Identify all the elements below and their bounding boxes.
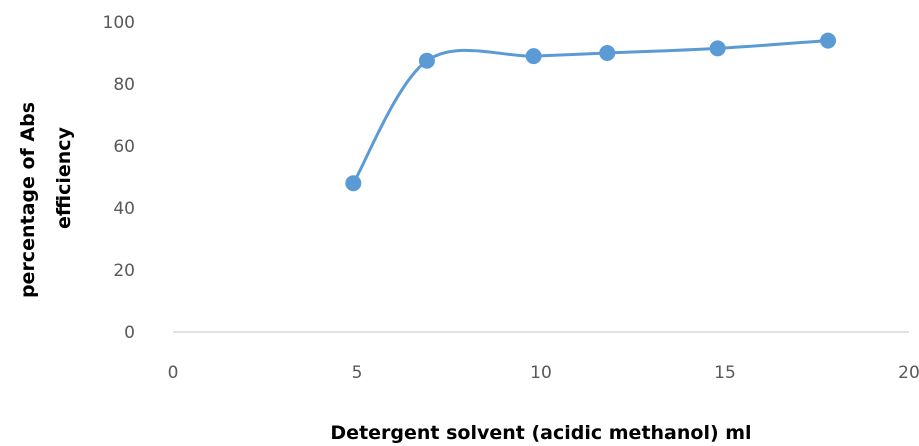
x-tick-label: 0	[168, 363, 179, 383]
y-axis-title-line-1: percentage of Abs	[17, 102, 39, 298]
y-tick-label: 100	[103, 13, 135, 33]
data-points	[345, 32, 837, 192]
data-point	[345, 175, 362, 192]
x-axis-ticks: 0 5 10 15 20	[168, 363, 919, 383]
data-point	[525, 48, 542, 65]
x-axis-title: Detergent solvent (acidic methanol) ml	[330, 422, 751, 444]
data-point	[418, 52, 435, 69]
x-tick-label: 5	[352, 363, 363, 383]
y-tick-label: 40	[113, 199, 135, 219]
x-tick-label: 10	[530, 363, 552, 383]
x-tick-label: 20	[898, 363, 919, 383]
y-tick-label: 20	[113, 261, 135, 281]
y-axis-ticks: 0 20 40 60 80 100	[103, 13, 135, 343]
y-tick-label: 80	[113, 75, 135, 95]
data-point	[599, 45, 616, 61]
y-axis-title-line-2: efficiency	[53, 126, 75, 229]
y-tick-label: 60	[113, 137, 135, 157]
x-tick-label: 15	[714, 363, 736, 383]
data-point	[709, 40, 726, 57]
series-line	[352, 39, 829, 184]
y-tick-label: 0	[124, 323, 135, 343]
data-point	[820, 32, 837, 49]
